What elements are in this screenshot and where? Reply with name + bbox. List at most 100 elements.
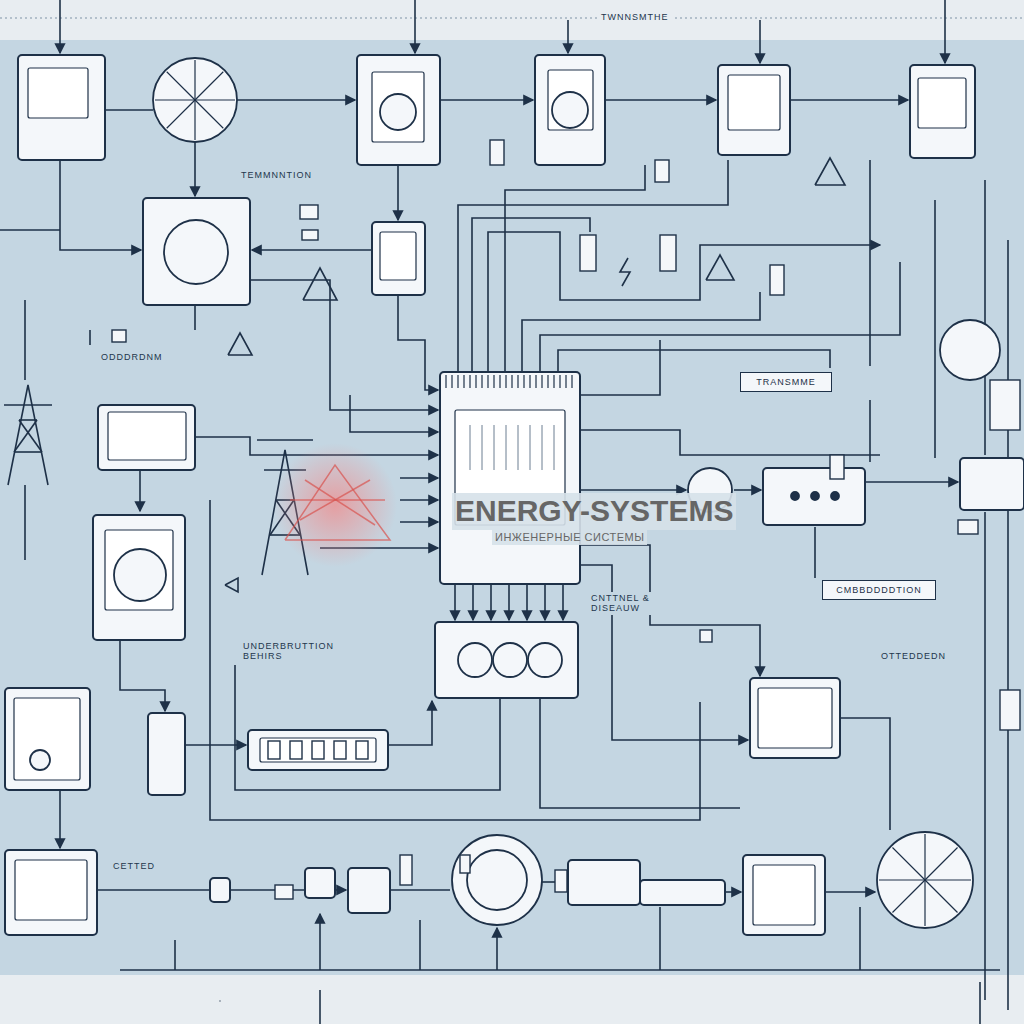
wire <box>865 481 958 483</box>
wire <box>194 305 196 330</box>
fan-blade <box>892 847 925 880</box>
fan-blade <box>195 72 223 100</box>
component-box <box>568 860 640 905</box>
symbol <box>19 420 42 452</box>
wire <box>1007 240 1009 1010</box>
fan-blade <box>892 880 925 913</box>
wire <box>139 470 141 511</box>
chip-pin <box>562 584 564 620</box>
symbol <box>4 404 52 406</box>
wire <box>580 489 686 491</box>
component-box <box>960 458 1024 510</box>
dial <box>528 643 562 677</box>
garbled-label: TWNNSMTHE <box>598 11 672 23</box>
part-symbol <box>655 160 669 182</box>
wire <box>440 99 533 101</box>
chip-pin <box>526 584 528 620</box>
fan-blade <box>879 879 925 880</box>
wire <box>390 889 450 891</box>
part-symbol <box>460 855 470 873</box>
screen <box>758 688 832 748</box>
grid-line <box>542 425 543 470</box>
dials <box>30 58 1000 1001</box>
component-box <box>210 878 230 902</box>
chip-pin <box>451 375 452 388</box>
logo-stroke <box>305 480 375 525</box>
fan-blade <box>194 100 195 140</box>
wire <box>984 180 986 455</box>
switch-row <box>268 741 368 759</box>
screen <box>380 232 416 280</box>
wire <box>414 0 416 53</box>
part-symbol <box>400 855 412 885</box>
logo-stroke <box>285 465 390 540</box>
fan-blade <box>925 879 971 880</box>
wire <box>120 640 165 711</box>
fan-blade <box>167 100 195 128</box>
chip-pin <box>481 375 482 388</box>
wire <box>869 160 871 366</box>
grid-line <box>554 425 555 470</box>
chip-pin <box>463 375 464 388</box>
switch <box>290 741 302 759</box>
chip-pin <box>499 375 500 388</box>
wire <box>869 400 871 462</box>
label-box: TRANSMME <box>740 372 832 392</box>
wire <box>734 489 761 491</box>
parts <box>112 140 1020 899</box>
wire <box>567 20 569 53</box>
component-box <box>148 713 185 795</box>
chip-pin <box>544 584 546 620</box>
chip-pin <box>559 375 560 388</box>
wire <box>759 20 761 63</box>
part-symbol <box>275 885 293 899</box>
screen <box>548 70 593 130</box>
dial <box>219 1000 221 1002</box>
component-box <box>372 222 425 295</box>
switch <box>356 741 368 759</box>
wire <box>185 744 246 746</box>
wire <box>580 565 748 740</box>
grid-line <box>470 425 471 470</box>
wire <box>814 527 816 578</box>
wire <box>984 512 986 1000</box>
grid-line <box>530 425 531 470</box>
chip-pin <box>508 584 510 620</box>
wire <box>105 109 153 111</box>
grid-line <box>494 425 495 470</box>
chip-pin <box>553 375 554 388</box>
part-symbol <box>300 205 318 219</box>
wire <box>790 99 908 101</box>
wire <box>97 889 210 891</box>
wire <box>350 395 438 432</box>
component-box <box>98 405 195 470</box>
dial <box>452 835 542 925</box>
wire <box>60 160 141 250</box>
dial <box>831 492 839 500</box>
chip-pin <box>529 375 530 388</box>
symbols <box>4 158 845 592</box>
wire <box>458 160 728 385</box>
wire <box>59 0 61 53</box>
fan-blade <box>195 99 235 100</box>
symbol <box>14 420 37 452</box>
dial <box>811 492 819 500</box>
wire <box>319 914 321 970</box>
screen <box>105 530 173 610</box>
symbol <box>8 385 48 485</box>
part-symbol <box>770 265 784 295</box>
symbol <box>257 439 313 441</box>
box-text: TRANSMME <box>750 377 822 387</box>
wire <box>388 701 432 745</box>
component-box <box>248 730 388 770</box>
wire <box>59 790 61 848</box>
wire <box>0 229 60 231</box>
component-box <box>18 55 105 160</box>
wire <box>194 142 196 196</box>
part-symbol <box>830 455 844 479</box>
wire <box>840 718 890 830</box>
wire <box>400 521 438 523</box>
component-box <box>357 55 440 165</box>
dial <box>493 643 527 677</box>
